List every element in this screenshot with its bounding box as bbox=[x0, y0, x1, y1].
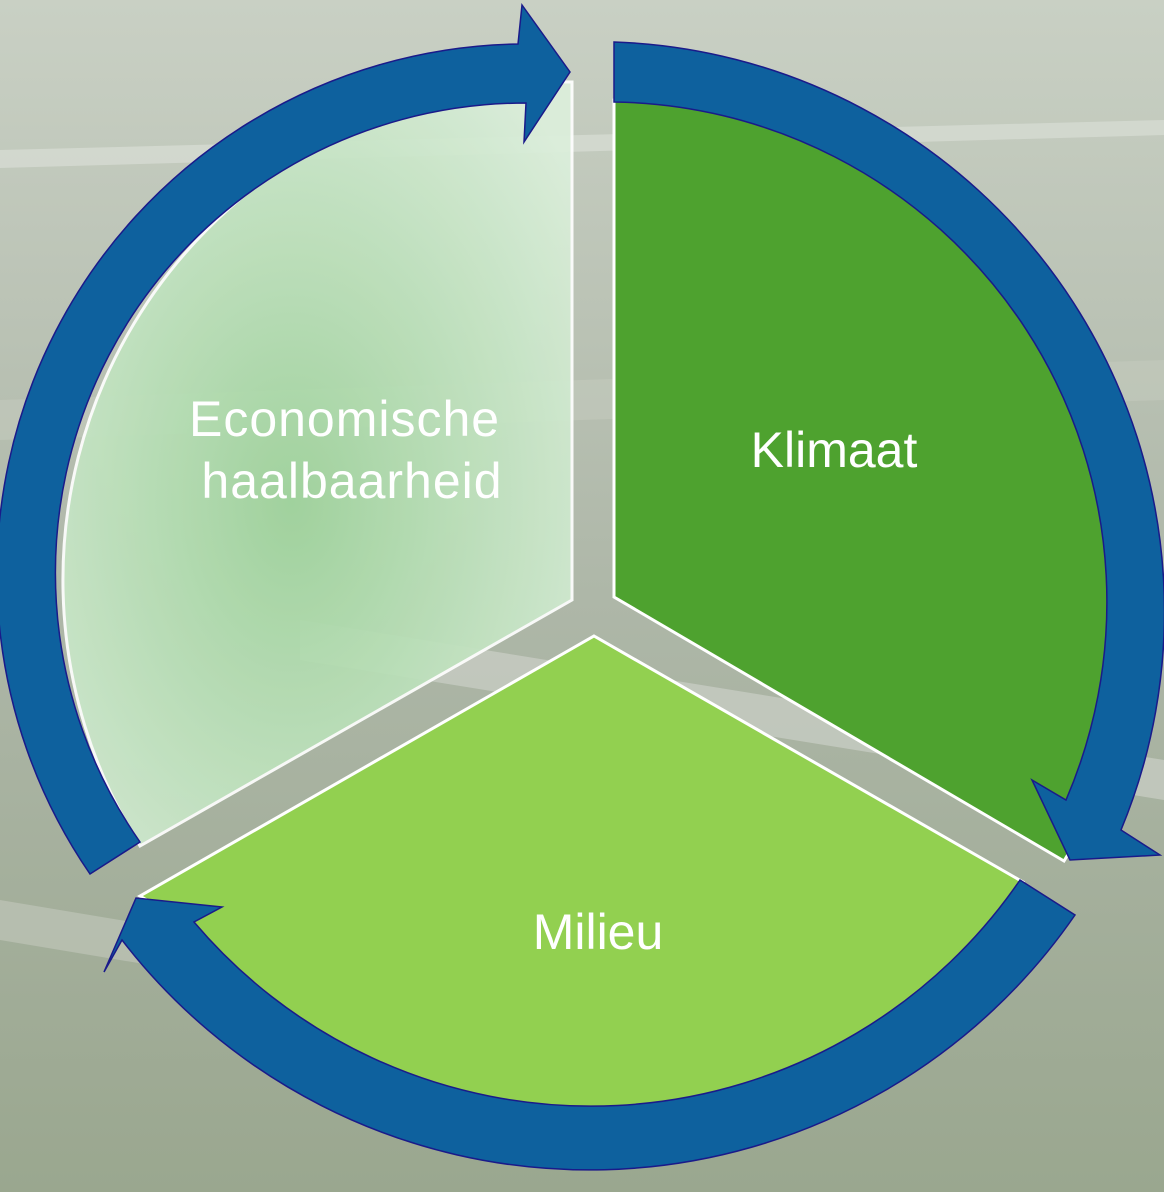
label-line-1: Economische bbox=[189, 391, 500, 447]
segment-klimaat-label: Klimaat bbox=[751, 422, 918, 478]
label-line-2: haalbaarheid bbox=[201, 453, 502, 509]
cycle-arrow-left-to-top bbox=[0, 2, 571, 876]
cycle-arrow-top-to-right bbox=[613, 41, 1164, 861]
segment-economische-haalbaarheid-label: Economische haalbaarheid bbox=[189, 391, 515, 509]
cycle-arrow-right-to-bottom-left bbox=[103, 878, 1077, 1171]
segment-milieu-label: Milieu bbox=[533, 904, 664, 960]
